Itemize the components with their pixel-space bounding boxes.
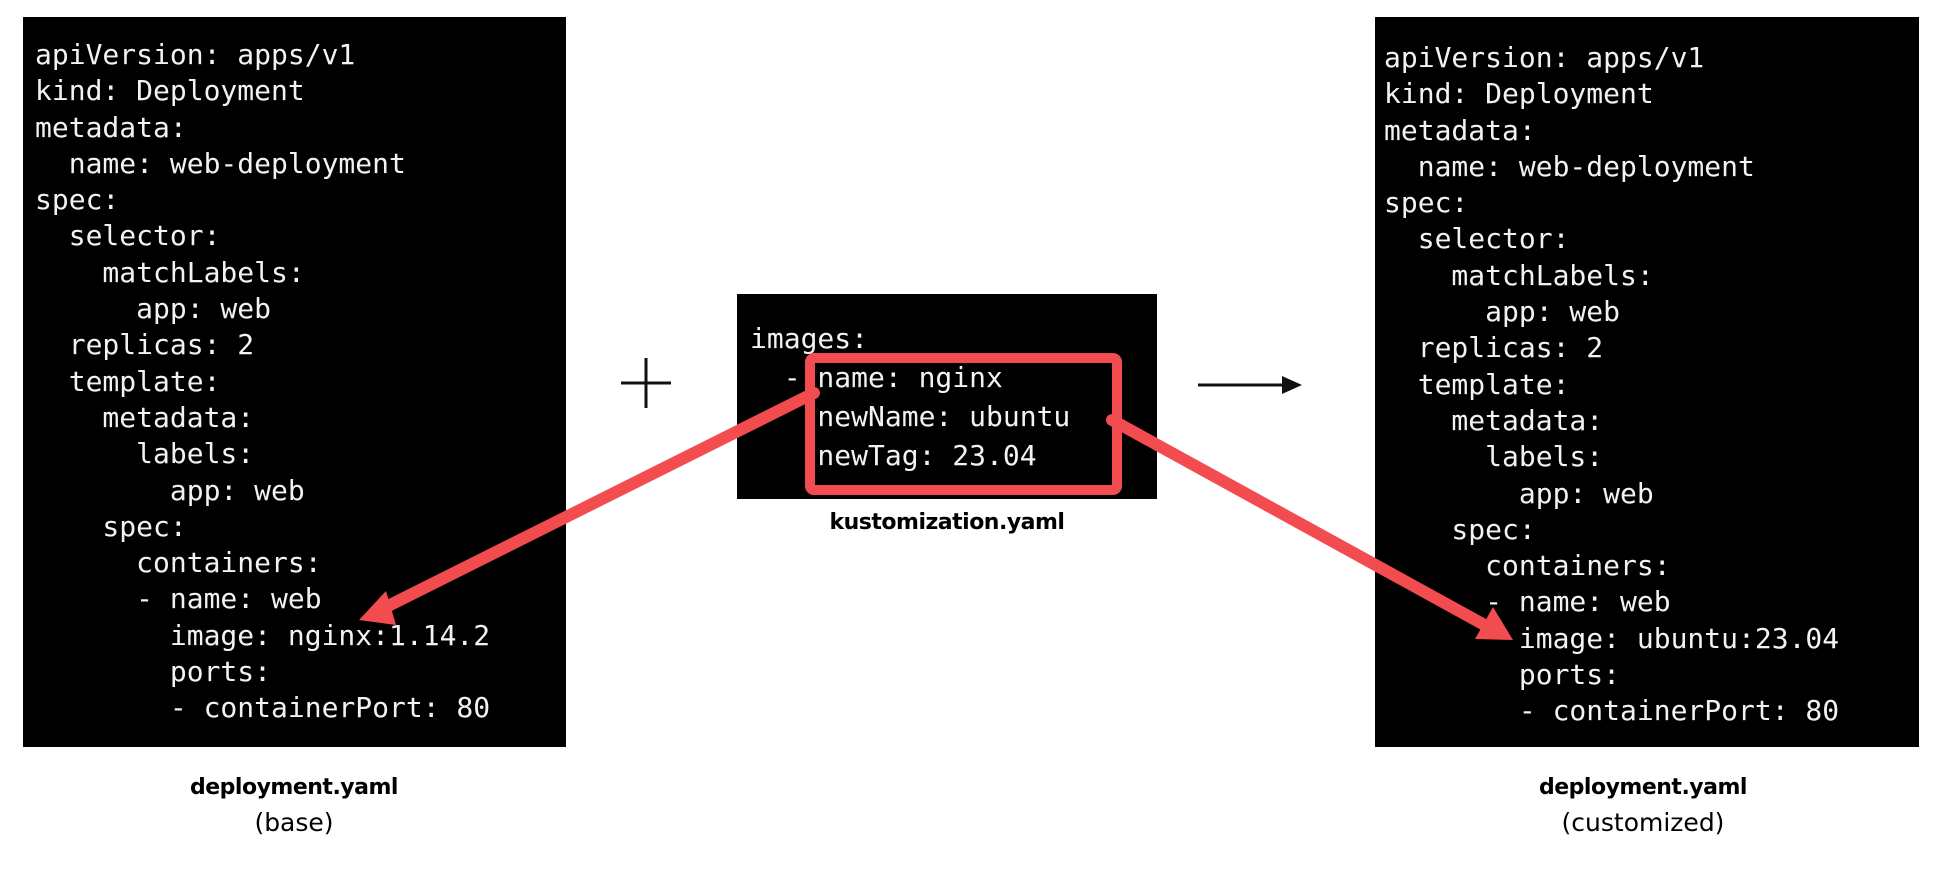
base-code-line: selector: — [35, 219, 221, 253]
customized-code-line: spec: — [1384, 186, 1469, 220]
customized-code-line: metadata: — [1384, 403, 1604, 437]
base-code-line: replicas: 2 — [35, 328, 255, 362]
customized-code-line: template: — [1384, 367, 1570, 401]
base-code-line: spec: — [35, 183, 120, 217]
customized-code-line: app: web — [1384, 476, 1654, 510]
base-code-line: name: web-deployment — [35, 146, 406, 180]
base-code-line: - name: web — [35, 582, 322, 616]
kustomization-code-line: - name: nginx — [750, 361, 1003, 394]
highlight-box — [805, 353, 1122, 495]
base-code-line: metadata: — [35, 110, 187, 144]
kustomization-code-line: images: — [750, 322, 869, 355]
base-filename: deployment.yaml — [190, 775, 398, 800]
kustomization-code-line: newTag: 23.04 — [750, 439, 1037, 472]
customized-code-line: kind: Deployment — [1384, 77, 1654, 111]
customized-caption: deployment.yaml (customized) — [1478, 775, 1808, 837]
highlight-arrow-to-base — [359, 387, 820, 625]
base-code-line: metadata: — [35, 400, 255, 434]
base-caption: deployment.yaml (base) — [134, 775, 454, 837]
base-code-line: containers: — [35, 546, 322, 580]
base-code-line: app: web — [35, 292, 272, 326]
kustomization-code-line: newName: ubuntu — [750, 400, 1071, 433]
plus-icon — [621, 358, 671, 408]
customized-code-line: replicas: 2 — [1384, 331, 1604, 365]
base-code-line: ports: — [35, 655, 272, 689]
right-arrow-icon — [1198, 376, 1302, 394]
customized-code-line: selector: — [1384, 222, 1570, 256]
customized-code-line: ports: — [1384, 658, 1621, 692]
base-code-line: template: — [35, 364, 221, 398]
customized-code-line: image: ubuntu:23.04 — [1384, 621, 1840, 655]
customized-code-line: containers: — [1384, 549, 1671, 583]
highlight-arrow-to-customized — [1106, 414, 1513, 640]
base-code-line: - containerPort: 80 — [35, 691, 491, 725]
base-code-line: labels: — [35, 437, 255, 471]
base-code-line: kind: Deployment — [35, 74, 305, 108]
kustomization-filename: kustomization.yaml — [829, 510, 1065, 535]
base-subtitle: (base) — [254, 808, 334, 837]
customized-code-line: apiVersion: apps/v1 — [1384, 41, 1705, 74]
customized-filename: deployment.yaml — [1539, 775, 1747, 800]
base-code-line: matchLabels: — [35, 255, 305, 289]
kustomization-caption: kustomization.yaml — [787, 510, 1107, 535]
customized-subtitle: (customized) — [1561, 808, 1725, 837]
customized-code-line: app: web — [1384, 295, 1621, 329]
customized-code-line: labels: — [1384, 440, 1604, 474]
customized-code-line: matchLabels: — [1384, 258, 1654, 292]
customized-code-line: name: web-deployment — [1384, 149, 1755, 183]
customized-code-line: - name: web — [1384, 585, 1671, 619]
customized-code-line: spec: — [1384, 512, 1536, 546]
customized-code-line: metadata: — [1384, 113, 1536, 147]
base-code-line: spec: — [35, 509, 187, 543]
base-code-line: apiVersion: apps/v1 — [35, 38, 356, 71]
base-code-line: image: nginx:1.14.2 — [35, 618, 491, 652]
customized-code-line: - containerPort: 80 — [1384, 694, 1840, 728]
base-code-line: app: web — [35, 473, 305, 507]
